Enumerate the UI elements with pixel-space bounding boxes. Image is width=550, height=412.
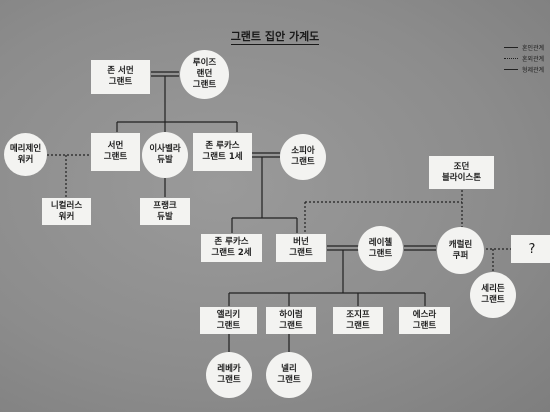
node-nicholas-walker: 니컬러스 워커 — [42, 198, 91, 225]
node-john-lucas-grant-2: 존 루카스 그랜트 2세 — [201, 234, 262, 262]
node-sophia-grant: 소피아 그랜트 — [280, 134, 326, 180]
node-hiram-grant: 하이럼 그랜트 — [266, 307, 316, 334]
node-esra-grant: 에스라 그랜트 — [399, 307, 450, 334]
legend: 혼인관계 혼외관계 형제관계 — [504, 42, 550, 75]
node-unknown-person: ? — [511, 235, 550, 263]
node-vernon-grant: 버넌 그랜트 — [276, 234, 326, 262]
node-nellie-grant: 넬리 그랜트 — [266, 352, 312, 398]
legend-item-sibling: 형제관계 — [504, 64, 550, 75]
node-ellie-grant: 앨리키 그랜트 — [200, 307, 257, 334]
legend-item-marriage: 혼인관계 — [504, 42, 550, 53]
node-caroline-cooper: 캐럴린 쿠퍼 — [437, 227, 484, 274]
node-john-thurman-grant: 존 서먼 그랜트 — [91, 60, 150, 94]
legend-item-affair: 혼외관계 — [504, 53, 550, 64]
node-sheridan-grant: 세리든 그랜트 — [470, 272, 516, 318]
node-thurman-grant: 서먼 그랜트 — [91, 133, 140, 171]
node-louise-landon-grant: 루이즈 랜던 그랜트 — [180, 50, 229, 99]
node-rachel-grant: 레이첼 그랜트 — [358, 226, 403, 271]
node-frank-duval: 프랭크 듀발 — [140, 198, 190, 225]
node-rebecca-grant: 레베카 그랜트 — [206, 352, 252, 398]
node-joseph-grant: 조지프 그랜트 — [333, 307, 383, 334]
node-isabella-duval: 이사벨라 듀발 — [142, 132, 188, 178]
node-mary-jane-walker: 메리제인 워커 — [4, 133, 47, 176]
node-john-lucas-grant-1: 존 루카스 그랜트 1세 — [193, 133, 252, 171]
node-jordan-blaisdell: 조던 블라이스톤 — [429, 156, 494, 189]
diagram-title: 그랜트 집안 가계도 — [230, 30, 320, 45]
